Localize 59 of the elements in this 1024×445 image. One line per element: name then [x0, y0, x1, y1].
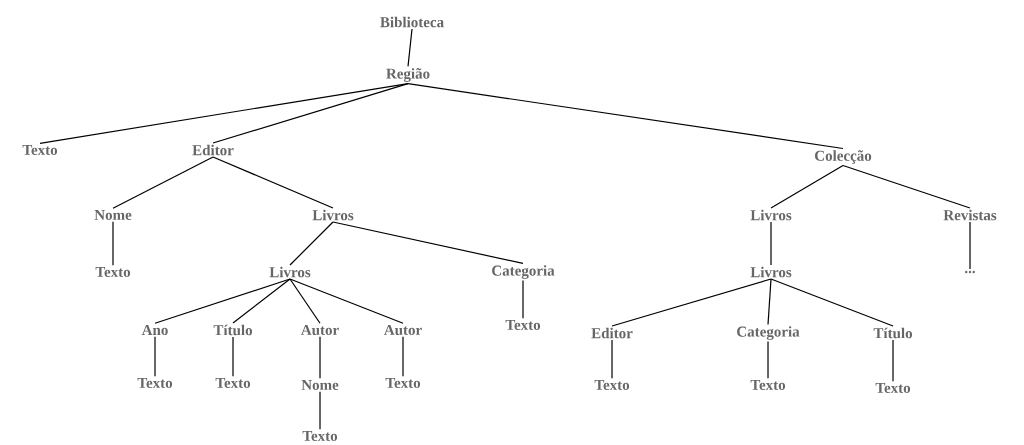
tree-line [611, 339, 613, 379]
tree-line [332, 221, 524, 265]
tree-line [232, 336, 234, 377]
tree-line [289, 278, 404, 324]
node-label: Autor [384, 324, 422, 336]
tree-line [611, 278, 772, 327]
tree-line [319, 336, 321, 379]
tree-line [767, 278, 772, 326]
tree-line [770, 278, 894, 327]
tree-line [522, 279, 524, 319]
node-label: Livros [312, 209, 354, 221]
node-label: Texto [594, 380, 630, 390]
node-label: Livros [269, 266, 311, 278]
node-label: Editor [192, 144, 234, 156]
node-label: Texto [95, 267, 131, 277]
node-label: Colecção [815, 150, 872, 164]
node-label: Categoria [492, 265, 555, 279]
node-label: Região [386, 68, 430, 82]
node-label: Texto [505, 320, 541, 330]
tree-line [154, 278, 291, 324]
node-label: Texto [215, 378, 251, 388]
tree-line [969, 221, 971, 270]
tree-line [212, 156, 334, 209]
node-label: Revistas [943, 209, 997, 221]
tree-line [232, 278, 291, 324]
tree-line [770, 164, 844, 209]
node-label: Categoria [737, 326, 800, 340]
tree-line [154, 336, 156, 377]
node-label: Texto [875, 383, 911, 393]
tree-line [407, 83, 844, 150]
tree-line [892, 339, 894, 382]
tree-line [212, 83, 409, 144]
node-label: ... [965, 270, 975, 274]
tree-line [407, 28, 413, 67]
node-label: Autor [301, 324, 339, 336]
tree-line [767, 340, 769, 379]
tree-line [319, 391, 321, 430]
node-label: Livros [750, 266, 792, 278]
node-label: Biblioteca [380, 16, 444, 28]
node-label: Título [873, 327, 913, 339]
node-label: Título [213, 324, 253, 336]
tree-line [402, 336, 404, 377]
tree-line [39, 83, 409, 144]
node-label: Texto [22, 145, 58, 155]
tree-line [289, 278, 321, 324]
tree-line [842, 164, 971, 209]
node-label: Ano [141, 325, 168, 335]
node-label: Texto [750, 380, 786, 390]
tree-line [112, 221, 114, 266]
node-label: Editor [591, 327, 633, 339]
node-label: Texto [385, 378, 421, 388]
node-label: Nome [94, 210, 132, 220]
node-label: Nome [301, 380, 339, 390]
node-label: Texto [137, 378, 173, 388]
node-label: Texto [302, 431, 338, 441]
tree-line [289, 221, 334, 266]
tree-line [112, 156, 214, 209]
node-label: Livros [750, 209, 792, 221]
tree-line [770, 221, 772, 266]
